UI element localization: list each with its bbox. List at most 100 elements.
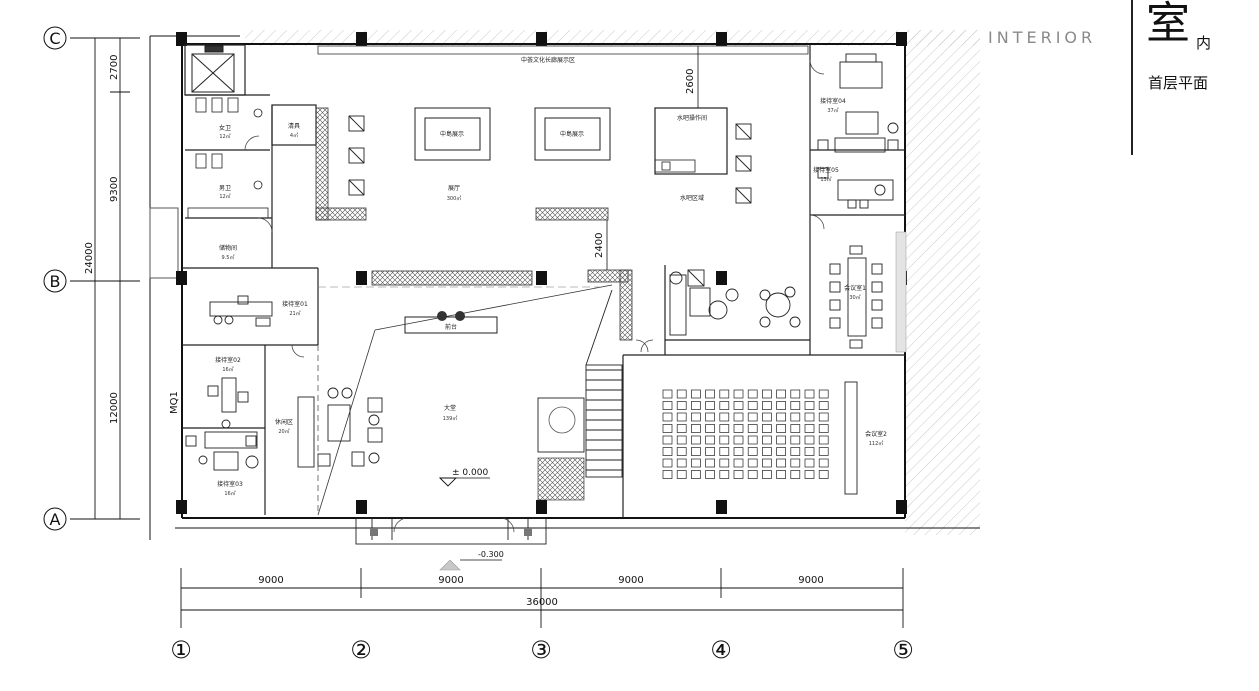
seat xyxy=(719,412,730,422)
lobby-diagonal-top xyxy=(374,284,613,331)
seat xyxy=(662,401,673,410)
svg-text:12㎡: 12㎡ xyxy=(219,193,230,200)
seat xyxy=(691,412,701,422)
seat xyxy=(676,458,687,468)
seat xyxy=(747,401,758,410)
svg-text:展厅: 展厅 xyxy=(448,185,460,192)
seat xyxy=(762,435,772,445)
dim-h-4: 9000 xyxy=(798,575,823,586)
room-labels: 中荟文化长廊展示区 中島展示 中島展示 水吧操作间 水吧区域 展厅 300㎡ 女… xyxy=(215,56,887,497)
seat xyxy=(762,424,772,433)
seat xyxy=(676,435,687,445)
seat xyxy=(733,458,744,468)
front-desk xyxy=(404,316,498,334)
staircase xyxy=(537,289,623,501)
seat xyxy=(762,458,772,468)
seat xyxy=(676,412,687,422)
meeting2-table xyxy=(844,381,858,495)
seat xyxy=(691,447,701,456)
svg-text:13㎡: 13㎡ xyxy=(820,176,831,183)
bar-sink xyxy=(661,161,671,171)
entrance-planter-right xyxy=(524,528,532,536)
recep-furniture xyxy=(185,295,273,471)
landscape-rock xyxy=(548,406,576,434)
dim-h-2: 9000 xyxy=(438,575,463,586)
inner-dims xyxy=(606,46,699,270)
seat xyxy=(776,458,786,468)
seat xyxy=(818,470,829,479)
dim-v-24000: 24000 xyxy=(84,242,95,274)
seat xyxy=(804,435,815,445)
seat xyxy=(818,424,829,433)
seat xyxy=(705,470,715,479)
seat xyxy=(662,435,673,445)
svg-text:接待室01: 接待室01 xyxy=(282,300,308,308)
seat xyxy=(762,401,772,410)
dim-2600: 2600 xyxy=(685,69,696,94)
svg-text:接待室02: 接待室02 xyxy=(215,356,241,364)
seat xyxy=(804,458,815,468)
seat xyxy=(676,389,687,399)
seat xyxy=(676,424,687,433)
seat xyxy=(804,401,815,410)
hatch-top xyxy=(245,30,980,46)
lobby-furniture xyxy=(297,387,383,468)
svg-text:前台: 前台 xyxy=(445,323,457,331)
seat xyxy=(790,435,801,445)
title-big: 室 xyxy=(1146,0,1190,49)
svg-text:16㎡: 16㎡ xyxy=(224,490,235,497)
entrance xyxy=(355,517,547,545)
seat xyxy=(691,470,701,479)
seat xyxy=(804,389,815,399)
level-outside: -0.300 xyxy=(478,550,504,559)
seat xyxy=(691,435,701,445)
seat xyxy=(719,401,730,410)
seat xyxy=(747,458,758,468)
seat xyxy=(719,424,730,433)
seat xyxy=(747,424,758,433)
seat xyxy=(790,458,801,468)
seat xyxy=(733,424,744,433)
seat xyxy=(676,447,687,456)
dim-v-2700: 2700 xyxy=(109,55,120,80)
seat xyxy=(776,401,786,410)
seat xyxy=(719,435,730,445)
dim-v-12000: 12000 xyxy=(109,392,120,424)
grid-col-3: ③ xyxy=(530,636,552,664)
grid-row-b: B xyxy=(50,272,61,291)
lobby-diagonal xyxy=(317,329,376,516)
meeting2-seats xyxy=(662,389,829,479)
title-subtitle: 首层平面 xyxy=(1148,74,1209,92)
top-beam xyxy=(317,45,809,55)
seat xyxy=(762,412,772,422)
seat xyxy=(705,447,715,456)
seat xyxy=(790,447,801,456)
seat xyxy=(705,412,715,422)
seat xyxy=(790,401,801,410)
level-mark-outside xyxy=(439,559,461,571)
title-divider xyxy=(1131,0,1133,155)
seat xyxy=(776,412,786,422)
seat xyxy=(818,401,829,410)
facade-label: MQ1 xyxy=(169,391,180,414)
svg-text:16㎡: 16㎡ xyxy=(222,366,233,373)
svg-text:男卫: 男卫 xyxy=(219,185,231,192)
seat xyxy=(762,389,772,399)
grid-col-2: ② xyxy=(350,636,372,664)
display-boxes xyxy=(348,115,752,204)
dim-h-1: 9000 xyxy=(258,575,283,586)
seat xyxy=(705,389,715,399)
grid-col-5: ⑤ xyxy=(892,636,914,664)
seat xyxy=(804,470,815,479)
dim-2400: 2400 xyxy=(594,233,605,258)
seat xyxy=(818,435,829,445)
seat xyxy=(676,401,687,410)
svg-text:20㎡: 20㎡ xyxy=(278,428,289,435)
svg-text:清具: 清具 xyxy=(288,122,300,130)
recep4-furniture xyxy=(817,53,899,153)
seat xyxy=(662,424,673,433)
seat xyxy=(719,458,730,468)
svg-text:休闲区: 休闲区 xyxy=(275,418,293,426)
seat xyxy=(747,435,758,445)
seat xyxy=(705,401,715,410)
